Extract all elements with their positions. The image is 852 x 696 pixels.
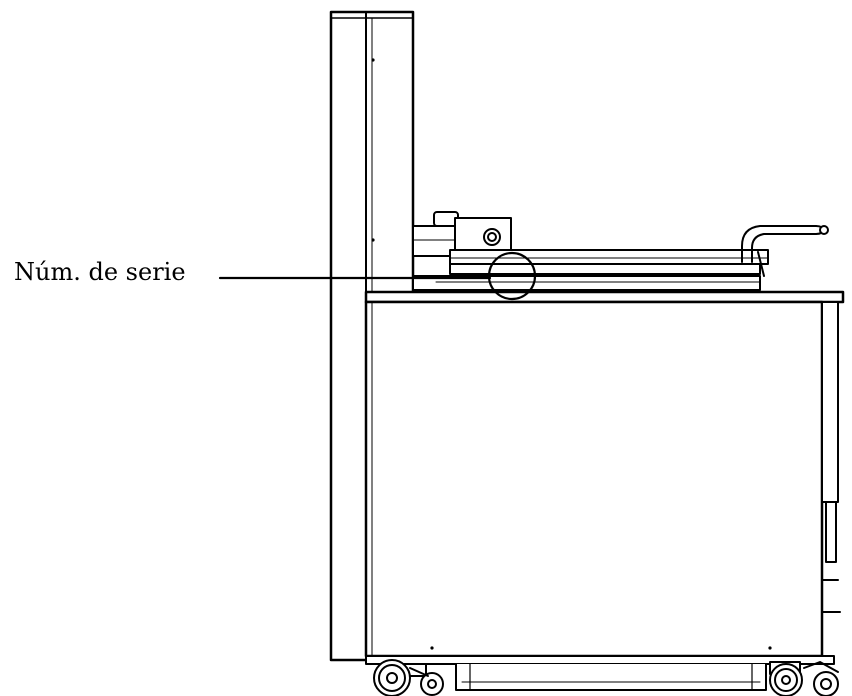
cabinet-body	[364, 300, 841, 658]
base-frame	[365, 655, 835, 691]
serial-number-label: Núm. de serie	[14, 258, 186, 286]
callout-circle	[487, 251, 537, 301]
fry-basket	[449, 225, 829, 277]
caster-left	[373, 659, 444, 696]
frypot	[412, 275, 761, 291]
worktop	[364, 290, 845, 304]
caster-right	[769, 661, 839, 696]
serial-number-callout	[218, 251, 537, 301]
